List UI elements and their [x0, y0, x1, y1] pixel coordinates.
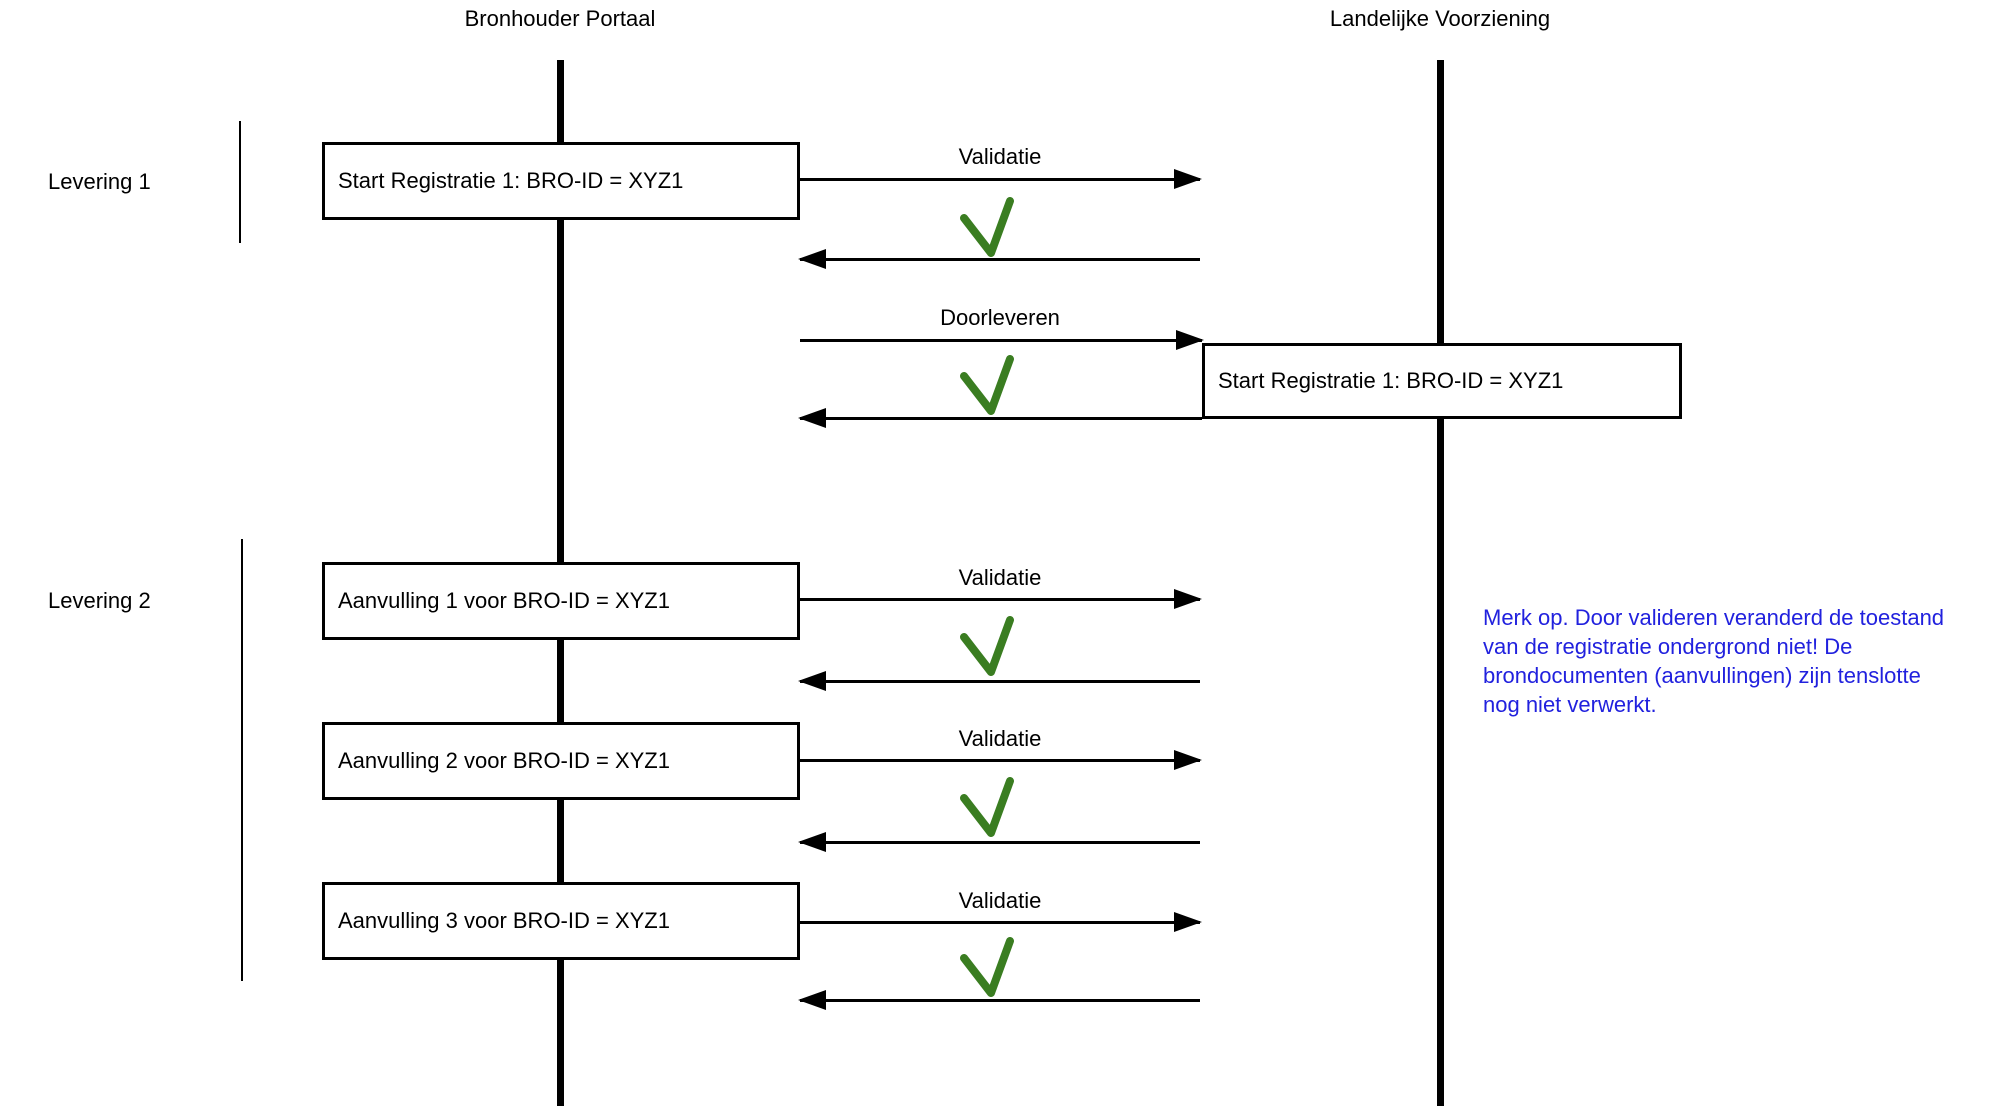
checkmark-icon-2: [958, 355, 1016, 415]
validatie-return-arrow-4: [798, 990, 1200, 1010]
actor-title-landelijke-voorziening: Landelijke Voorziening: [1329, 6, 1551, 31]
note-line: van de registratie ondergrond niet! De: [1483, 634, 1853, 659]
validatie-arrow-2: [800, 589, 1202, 609]
note-line: nog niet verwerkt.: [1483, 692, 1657, 717]
checkmark-icon-3: [958, 616, 1016, 676]
levering-2-label: Levering 2: [48, 588, 151, 613]
message-box-aanvulling-3: Aanvulling 3 voor BRO-ID = XYZ1: [322, 882, 800, 960]
validatie-arrow-1: [800, 169, 1202, 189]
doorleveren-return-arrow: [798, 408, 1202, 428]
note-line: brondocumenten (aanvullingen) zijn tensl…: [1483, 663, 1921, 688]
message-box-label: Aanvulling 3 voor BRO-ID = XYZ1: [338, 908, 670, 933]
validatie-arrow-3: [800, 750, 1202, 770]
doorleveren-arrow: [800, 330, 1204, 350]
actor-title-bronhouder-portaal: Bronhouder Portaal: [464, 6, 656, 31]
lifeline-landelijke-voorziening: [1437, 60, 1444, 1106]
levering-2-bracket: [241, 539, 243, 981]
validatie-label-1: Validatie: [958, 144, 1042, 169]
message-box-label: Aanvulling 1 voor BRO-ID = XYZ1: [338, 588, 670, 613]
validatie-label-4: Validatie: [958, 888, 1042, 913]
doorleveren-label: Doorleveren: [940, 305, 1060, 330]
checkmark-icon-4: [958, 777, 1016, 837]
message-box-start-registratie-lv: Start Registratie 1: BRO-ID = XYZ1: [1202, 343, 1682, 419]
validatie-arrow-4: [800, 912, 1202, 932]
validatie-return-arrow-3: [798, 832, 1200, 852]
validatie-label-2: Validatie: [958, 565, 1042, 590]
validatie-label-3: Validatie: [958, 726, 1042, 751]
checkmark-icon-5: [958, 937, 1016, 997]
message-box-label: Start Registratie 1: BRO-ID = XYZ1: [338, 168, 684, 193]
message-box-label: Aanvulling 2 voor BRO-ID = XYZ1: [338, 748, 670, 773]
message-box-aanvulling-1: Aanvulling 1 voor BRO-ID = XYZ1: [322, 562, 800, 640]
message-box-start-registratie-portaal: Start Registratie 1: BRO-ID = XYZ1: [322, 142, 800, 220]
note-line: Merk op. Door valideren veranderd de toe…: [1483, 605, 1945, 630]
checkmark-icon-1: [958, 197, 1016, 257]
validatie-return-arrow-1: [798, 249, 1200, 269]
message-box-aanvulling-2: Aanvulling 2 voor BRO-ID = XYZ1: [322, 722, 800, 800]
note-text: Merk op. Door valideren veranderd de toe…: [1483, 603, 2002, 719]
validatie-return-arrow-2: [798, 671, 1200, 691]
levering-1-label: Levering 1: [48, 169, 151, 194]
levering-1-bracket: [239, 121, 241, 243]
message-box-label: Start Registratie 1: BRO-ID = XYZ1: [1218, 368, 1564, 393]
